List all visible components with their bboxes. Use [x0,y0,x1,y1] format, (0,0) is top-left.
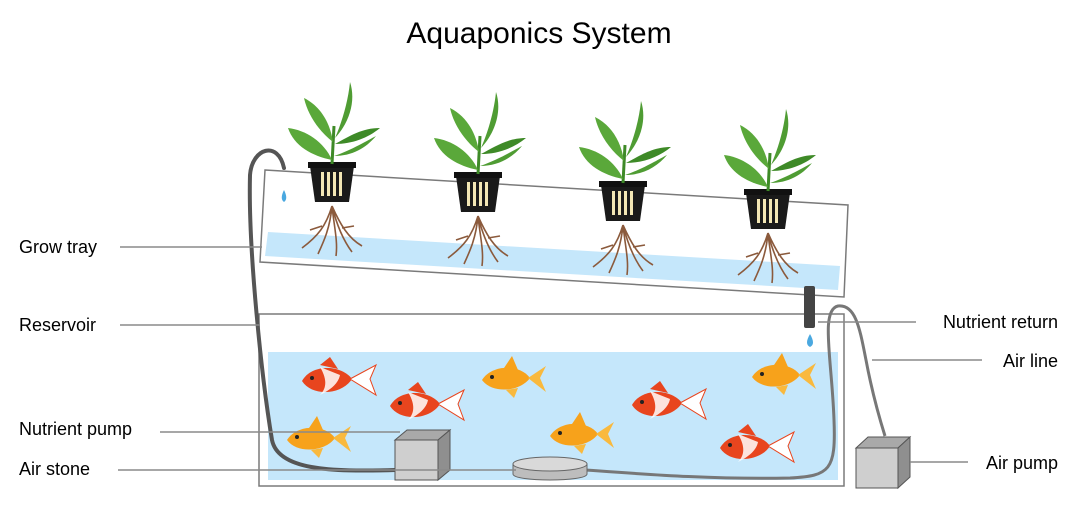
air-line-tube [555,304,887,480]
drip-drop-return [807,334,813,347]
grow-tray [259,169,849,298]
nutrient-return-pipe [804,286,815,328]
label-grow-tray: Grow tray [19,237,97,257]
label-nutrient-return: Nutrient return [943,312,1058,332]
air-pump [854,435,912,490]
label-nutrient-pump: Nutrient pump [19,419,132,439]
air-stone [512,456,588,481]
label-air-pump: Air pump [986,453,1058,473]
leader-lines [118,246,982,471]
label-reservoir: Reservoir [19,315,96,335]
label-air-stone: Air stone [19,459,90,479]
diagram-title: Aquaponics System [406,17,671,50]
nutrient-tube [247,148,397,473]
nutrient-pump [393,428,452,482]
label-air-line: Air line [1003,351,1058,371]
drip-drop-tray [281,190,287,202]
